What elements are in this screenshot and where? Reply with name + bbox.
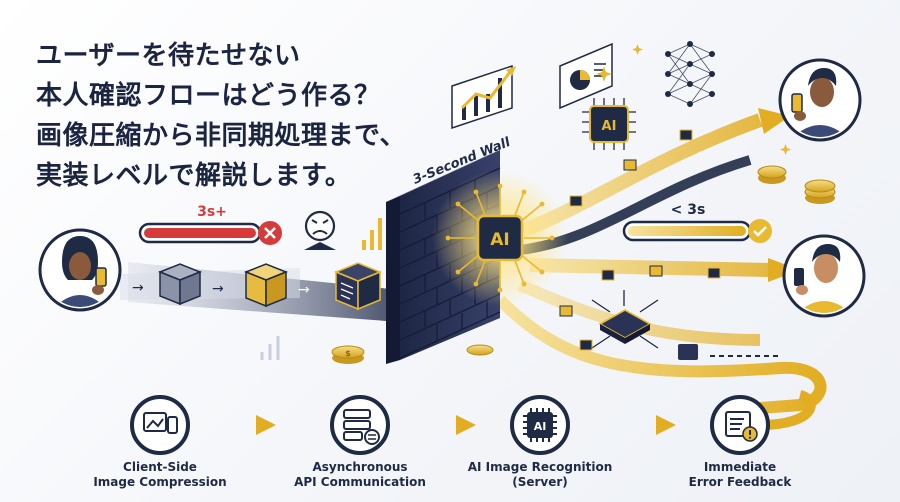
sparkle-icon	[596, 44, 791, 155]
ai-chip-top: AI	[582, 98, 636, 150]
package-icon	[157, 263, 203, 306]
pipeline-step-ai-recognition: AI	[510, 395, 570, 455]
headline-line: 実装レベルで解説します。	[36, 161, 352, 191]
svg-text:→: →	[132, 280, 144, 296]
pipeline-step-async	[330, 395, 390, 455]
step-label-ai-recognition: AI Image Recognition (Server)	[467, 460, 613, 489]
ai-chip-main-label: AI	[490, 230, 509, 250]
error-doc-icon	[725, 411, 758, 442]
pipeline-step-compression	[130, 395, 190, 455]
slow-timer-label: 3s+	[197, 204, 227, 220]
fast-timer: < 3s	[622, 202, 772, 243]
bar-chart-card-icon	[451, 64, 516, 130]
document-package-icon	[334, 262, 382, 311]
fast-timer-label: < 3s	[671, 202, 706, 218]
ai-chip-top-label: AI	[602, 119, 617, 134]
image-phone-icon	[143, 412, 178, 434]
headline-line: 画像圧縮から非同期処理まで、	[36, 121, 406, 151]
frustrated-face-icon	[304, 210, 336, 250]
step-label-async: Asynchronous API Communication	[294, 460, 426, 489]
user-avatar-right-middle	[782, 234, 866, 318]
checkmark-icon	[748, 219, 772, 243]
headline: ユーザーを待たせない 本人確認フローはどう作る？ 画像圧縮から非同期処理まで、 …	[36, 36, 406, 196]
step-label-compression: Client-Side Image Compression	[93, 460, 227, 489]
ai-chip-main: AI	[432, 170, 568, 306]
coin-stack-icon: $	[331, 345, 365, 364]
ai-chip-lower	[591, 290, 698, 360]
step-label-feedback: Immediate Error Feedback	[688, 460, 792, 489]
coin-stack-icon	[466, 344, 494, 356]
pipeline-track	[160, 390, 816, 435]
ai-chip-icon: AI	[523, 408, 557, 442]
headline-line: 本人確認フローはどう作る？	[36, 81, 381, 111]
user-avatar-left	[38, 228, 122, 312]
pipeline-chip-label: AI	[534, 420, 547, 433]
svg-text:$: $	[345, 349, 351, 358]
pipeline-step-feedback	[710, 395, 770, 455]
error-x-icon	[258, 221, 282, 245]
coin-stack-icon	[757, 165, 836, 204]
server-sync-icon	[343, 409, 380, 445]
headline-line: ユーザーを待たせない	[36, 41, 301, 71]
neural-network-icon	[665, 41, 715, 107]
svg-text:→: →	[298, 282, 310, 298]
user-avatar-right-top	[778, 58, 862, 142]
rising-bars-icon	[260, 218, 382, 360]
slow-timer: 3s+	[138, 204, 282, 245]
package-icon	[243, 263, 289, 308]
pie-chart-card-icon	[559, 42, 613, 110]
svg-text:→: →	[212, 281, 224, 297]
data-packets	[559, 129, 721, 351]
